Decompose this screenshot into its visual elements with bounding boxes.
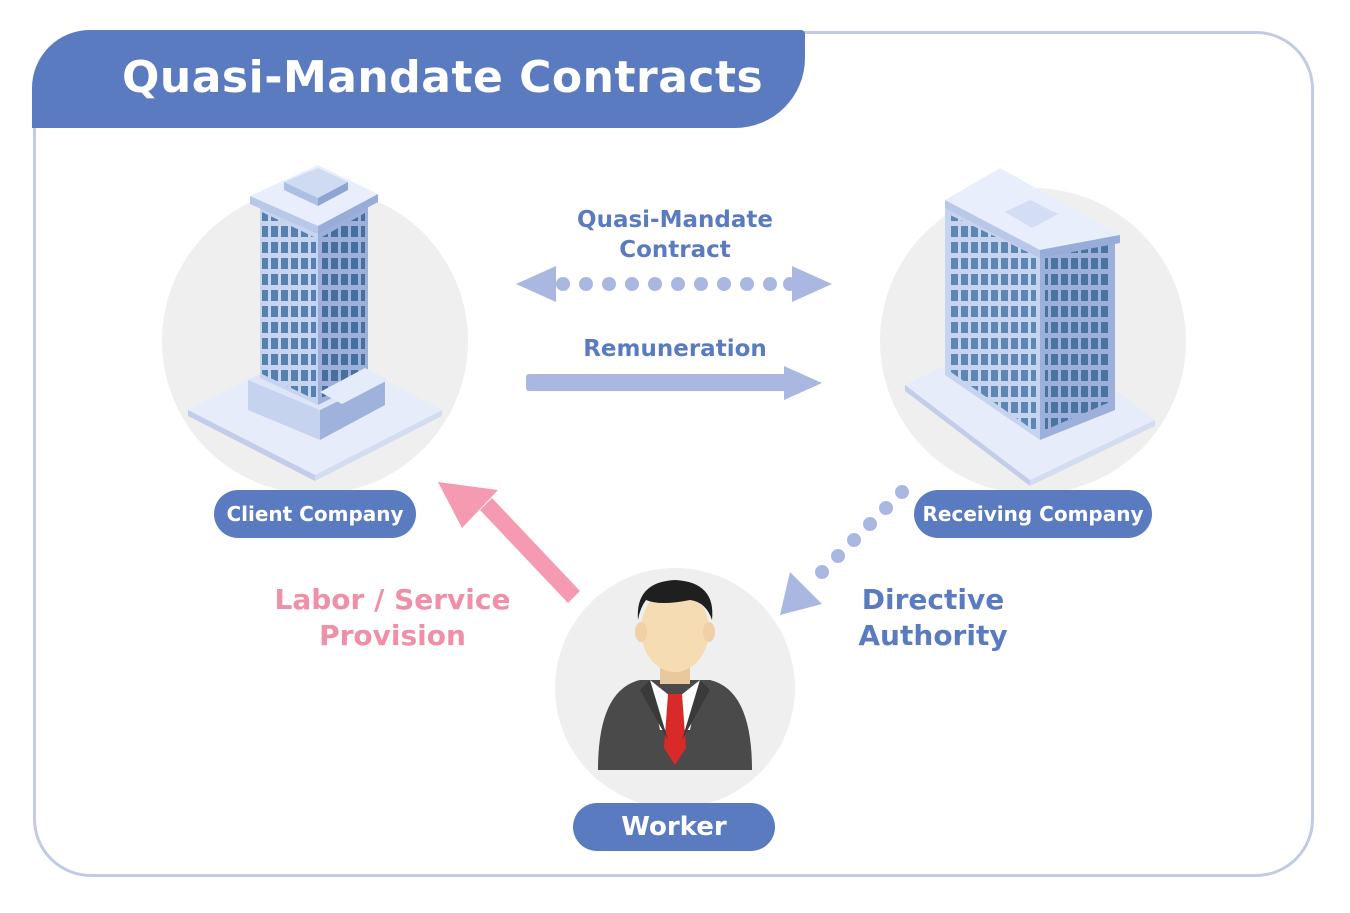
labor-label-line2: Provision bbox=[319, 619, 466, 652]
directive-label-line1: Directive bbox=[861, 583, 1005, 616]
title-tab bbox=[32, 30, 805, 128]
worker-label: Worker bbox=[573, 803, 775, 851]
directive-arrow bbox=[780, 485, 909, 615]
client-company-label: Client Company bbox=[214, 490, 416, 538]
page-title: Quasi-Mandate Contracts bbox=[122, 52, 764, 103]
contract-label-line1: Quasi-Mandate bbox=[577, 207, 773, 233]
labor-label: Labor / Service Provision bbox=[270, 582, 515, 654]
receiving-company-label: Receiving Company bbox=[914, 490, 1152, 538]
remuneration-label: Remuneration bbox=[583, 336, 767, 362]
labor-arrow bbox=[438, 482, 580, 603]
contract-double-arrow bbox=[516, 266, 832, 302]
businessman-icon bbox=[598, 580, 752, 770]
contract-label-line2: Contract bbox=[619, 237, 731, 263]
labor-label-line1: Labor / Service bbox=[274, 583, 511, 616]
office-building-icon bbox=[905, 168, 1155, 486]
contract-label: Quasi-Mandate Contract bbox=[560, 205, 790, 265]
remuneration-arrow bbox=[526, 366, 822, 400]
directive-label: Directive Authority bbox=[848, 582, 1018, 654]
directive-label-line2: Authority bbox=[858, 619, 1008, 652]
office-tower-icon bbox=[188, 165, 442, 481]
